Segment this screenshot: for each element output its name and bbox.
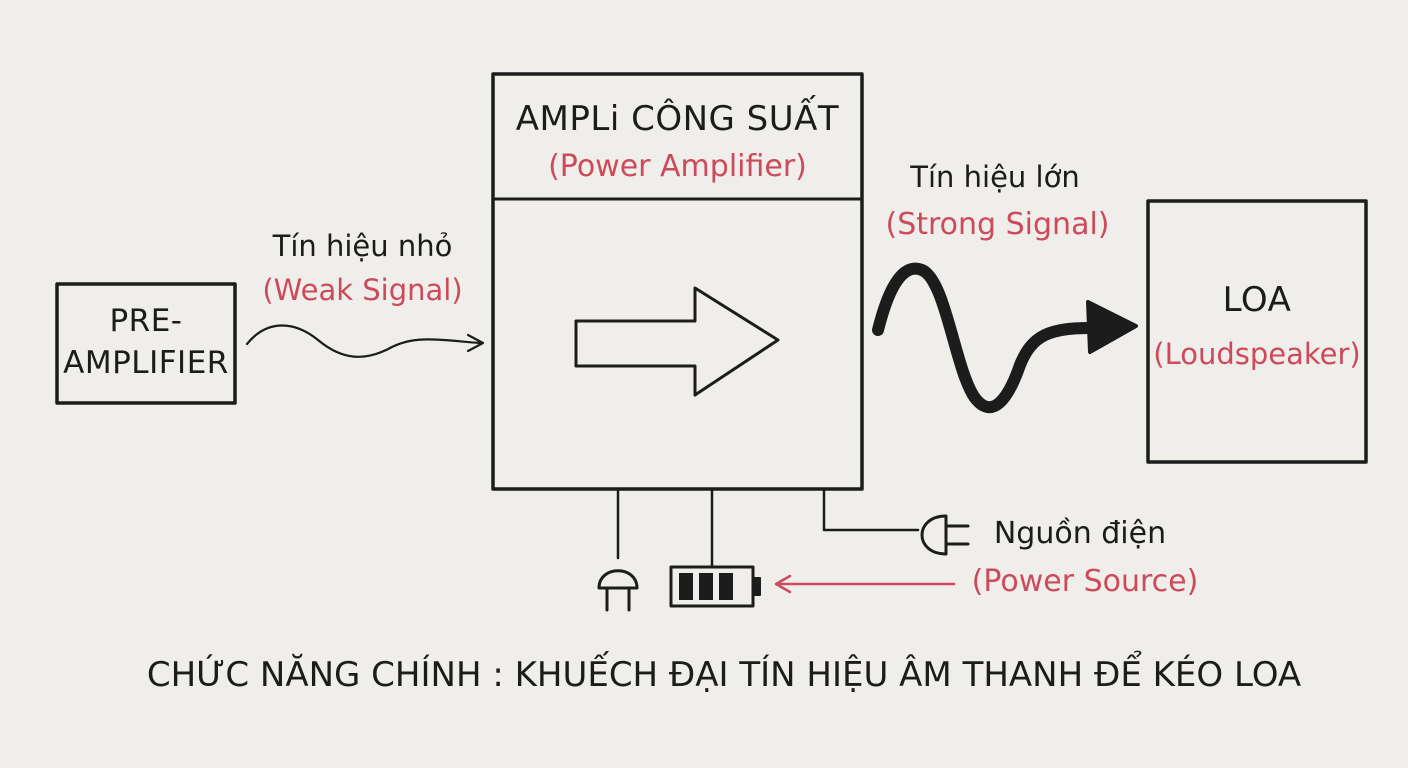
amplification-arrow-icon bbox=[574, 286, 780, 397]
preamp-line1: PRE- bbox=[109, 303, 183, 339]
preamp-label: PRE- AMPLIFIER bbox=[57, 303, 235, 381]
weak-signal-arrowhead bbox=[466, 333, 485, 353]
strong-signal-label: Tín hiệu lớn bbox=[910, 160, 1080, 194]
weak-signal-label: Tín hiệu nhỏ bbox=[272, 229, 453, 263]
weak-signal-label-en: (Weak Signal) bbox=[262, 273, 463, 307]
loudspeaker-label-en: (Loudspeaker) bbox=[1153, 337, 1361, 371]
strong-signal-wave bbox=[872, 262, 1096, 414]
power-source-arrowhead bbox=[774, 574, 792, 594]
strong-signal-label-en: (Strong Signal) bbox=[885, 207, 1110, 242]
battery-icon bbox=[669, 565, 761, 608]
weak-signal-wave bbox=[245, 324, 482, 358]
plug-icon-horizontal bbox=[920, 514, 970, 556]
amplifier-box bbox=[491, 72, 864, 491]
preamp-box bbox=[55, 282, 237, 405]
loudspeaker-box bbox=[1146, 199, 1368, 464]
amplifier-title: AMPLi CÔNG SUẤT bbox=[515, 99, 840, 139]
footer-caption: CHỨC NĂNG CHÍNH : KHUẾCH ĐẠI TÍN HIỆU ÂM… bbox=[146, 655, 1302, 695]
strong-signal-arrowhead bbox=[1086, 300, 1138, 354]
amplifier-title-en: (Power Amplifier) bbox=[548, 149, 807, 184]
power-source-label-en: (Power Source) bbox=[971, 564, 1199, 599]
loudspeaker-label: LOA bbox=[1222, 280, 1292, 320]
power-source-label: Nguồn điện bbox=[993, 516, 1167, 551]
wire-to-power-source bbox=[822, 487, 920, 532]
plug-icon bbox=[597, 569, 639, 612]
preamp-line2: AMPLIFIER bbox=[63, 344, 229, 381]
